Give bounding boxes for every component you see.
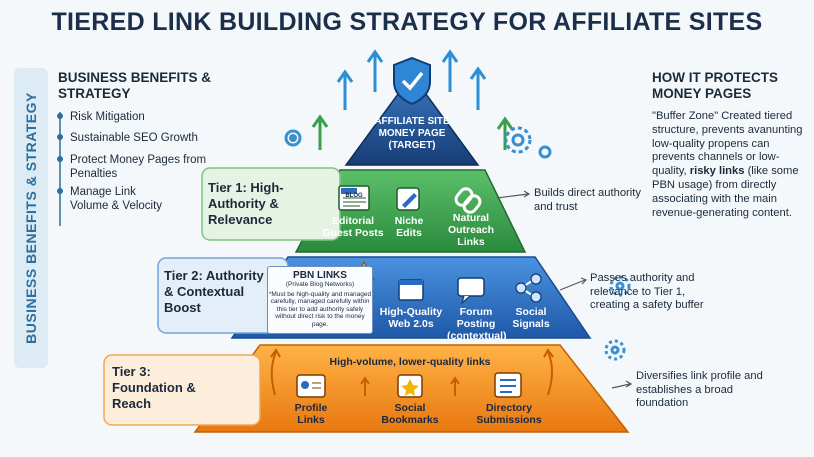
tier1-item-niche-edits: Niche Edits [394,215,424,239]
chain-link-icon [454,187,482,214]
page-title: TIERED LINK BUILDING STRATEGY FOR AFFILI… [51,8,763,36]
tier3-note: Diversifies link profile and establishes… [636,370,763,409]
protects-body: "Buffer Zone" Created tiered structure, … [652,110,812,220]
tier2-item-social: Social Signals [512,306,550,330]
forum-icon [457,277,485,297]
tier3-item-bookmarks: Social Bookmarks [381,402,439,426]
share-icon [515,273,542,303]
upward-arrows [311,49,514,150]
pbn-description: *Must be high-quality and managed carefu… [268,290,372,328]
tier3-curved-arrows [270,348,554,396]
tier1-label: Tier 1: High-Authority & Relevance [208,180,284,227]
money-page-label: AFFILIATE SITE MONEY PAGE (TARGET) [374,116,450,151]
tier3-icons [296,372,522,398]
protects-body-text-2: (like some PBN usage) from directly asso… [652,165,799,219]
tier3-label-box [103,354,261,426]
tier2-label: Tier 2: Authority & Contextual Boost [164,268,264,315]
vertical-banner [14,68,48,368]
note-arrows [496,190,633,389]
benefits-heading: BUSINESS BENEFITS & STRATEGY [58,70,212,101]
tier2-note: Passes authority and relevance to Tier 1… [590,272,704,311]
tier2-item-web20: High-Quality Web 2.0s [379,306,443,330]
tier3-header: High-volume, lower-quality links [329,356,491,368]
protects-body-text-1: "Buffer Zone" Created tiered structure, … [652,110,803,178]
protects-body-bold: risky links [689,165,745,178]
tier1-item-outreach: Natural Outreach Links [447,212,495,248]
tier1-note: Builds direct authority and trust [534,187,641,213]
tier1-item-guest-posts: Editorial Guest Posts [322,215,384,239]
benefit-item-growth: Sustainable SEO Growth [70,132,198,144]
profile-icon [296,374,326,398]
tier1-icons [338,185,482,214]
money-page-layer [344,73,480,166]
tier3-item-profile: Profile Links [294,402,328,426]
benefits-timeline [57,112,63,226]
pbn-links-card: PBN LINKS (Private Blog Networks) *Must … [267,266,373,334]
shield-icon [393,56,431,106]
benefit-item-protect: Protect Money Pages from Penalties [70,154,207,180]
benefit-item-manage: Manage Link Volume & Velocity [70,186,163,212]
tier3-label: Tier 3: Foundation & Reach [112,364,196,411]
tier2-item-forum: Forum Posting (contextual) [447,306,507,342]
tier3-item-directory: Directory Submissions [476,402,542,426]
blog-badge: BLOG [345,193,363,199]
pbn-title: PBN LINKS [293,270,347,281]
gear-icons [284,126,631,361]
protects-heading: HOW IT PROTECTS MONEY PAGES [652,70,778,101]
benefit-item-risk: Risk Mitigation [70,111,145,123]
pbn-subtitle: (Private Blog Networks) [285,281,355,288]
